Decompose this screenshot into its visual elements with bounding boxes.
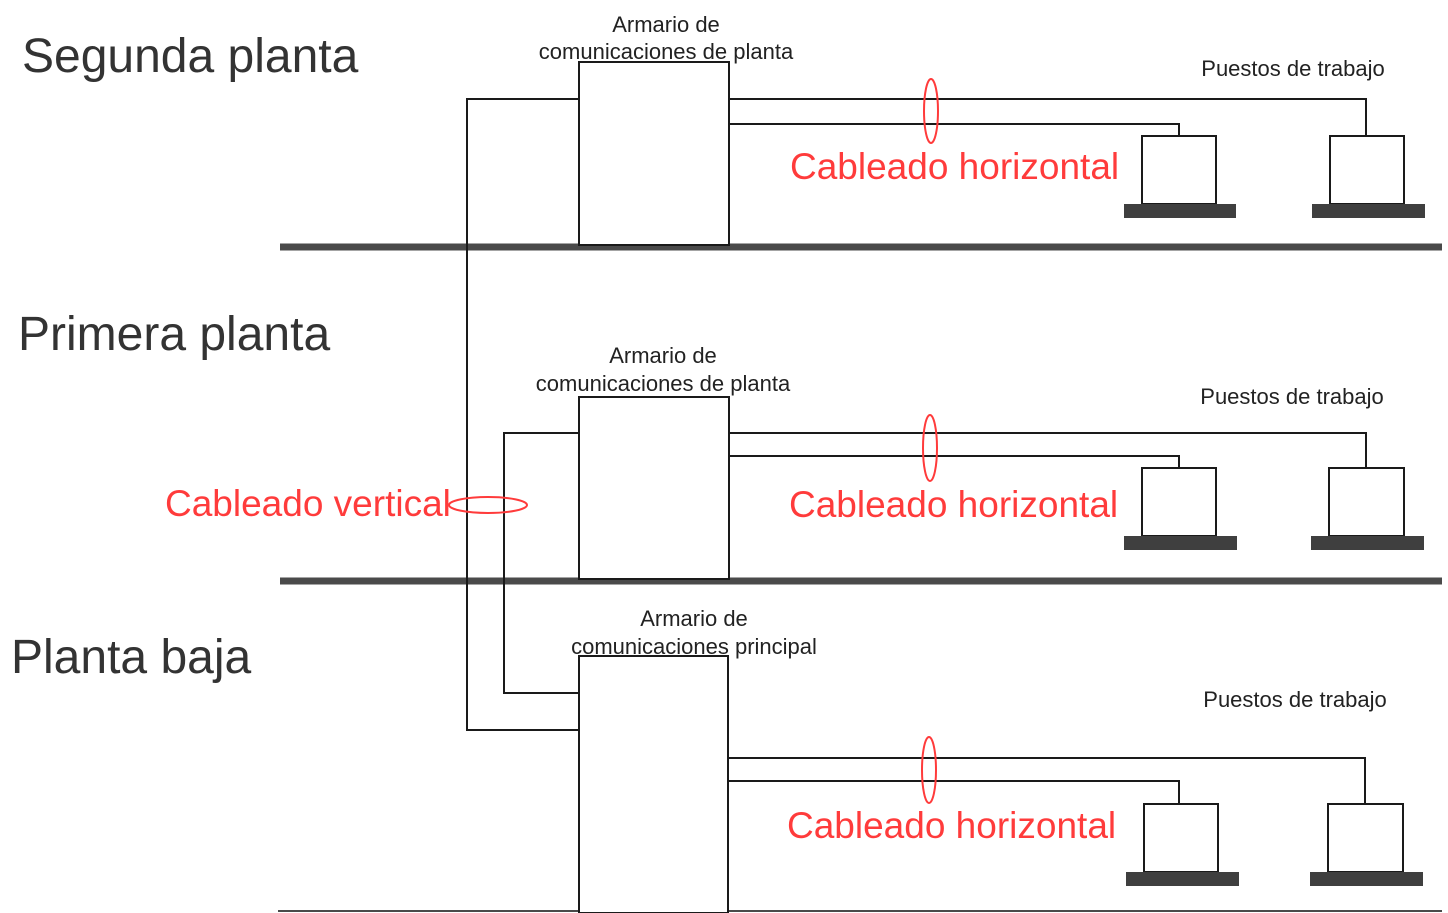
ellipse-marker-icon: [922, 414, 938, 482]
floor-ground: Planta baja Armario de comunicaciones pr…: [11, 606, 1423, 913]
computer-monitor-icon: [1310, 803, 1423, 886]
horizontal-cable-far: [729, 432, 1367, 468]
computer-monitor-icon: [1311, 467, 1424, 550]
ellipse-marker-icon: [448, 496, 528, 514]
workstations-label: Puestos de trabajo: [1200, 384, 1383, 409]
computer-monitor-icon: [1124, 467, 1237, 550]
ellipse-marker-icon: [921, 736, 937, 804]
floor-closet: [578, 396, 730, 580]
horizontal-cable-far: [728, 757, 1366, 804]
horizontal-cable-near: [729, 123, 1180, 136]
closet-label-line2: comunicaciones de planta: [536, 371, 791, 396]
floor-title: Segunda planta: [22, 30, 359, 83]
floor-second: Segunda planta Armario de comunicaciones…: [22, 12, 1425, 246]
vertical-cable-to-first-floor: [503, 432, 579, 694]
floor-title: Primera planta: [18, 308, 330, 361]
computer-monitor-icon: [1126, 803, 1239, 886]
floor-title: Planta baja: [11, 631, 251, 684]
floor-closet: [578, 61, 730, 246]
horizontal-cabling-label: Cableado horizontal: [787, 805, 1116, 846]
horizontal-cable-far: [729, 98, 1367, 136]
closet-label-line1: Armario de: [609, 343, 717, 368]
vertical-cabling-label: Cableado vertical: [165, 483, 451, 524]
horizontal-cabling-label: Cableado horizontal: [790, 146, 1119, 187]
floor-first: Primera planta Armario de comunicaciones…: [18, 308, 1424, 580]
workstations-label: Puestos de trabajo: [1201, 56, 1384, 81]
ellipse-marker-icon: [923, 78, 939, 144]
vertical-cable-to-second-floor: [466, 98, 579, 731]
closet-label-line1: Armario de: [640, 606, 748, 631]
workstations-label: Puestos de trabajo: [1203, 687, 1386, 712]
horizontal-cable-near: [728, 780, 1180, 804]
closet-label-line1: Armario de: [612, 12, 720, 37]
horizontal-cable-near: [729, 455, 1180, 468]
closet-label-line2: comunicaciones principal: [571, 634, 817, 659]
computer-monitor-icon: [1124, 135, 1236, 218]
computer-monitor-icon: [1312, 135, 1425, 218]
main-closet: [578, 655, 729, 913]
closet-label-line2: comunicaciones de planta: [539, 39, 794, 64]
horizontal-cabling-label: Cableado horizontal: [789, 484, 1118, 525]
